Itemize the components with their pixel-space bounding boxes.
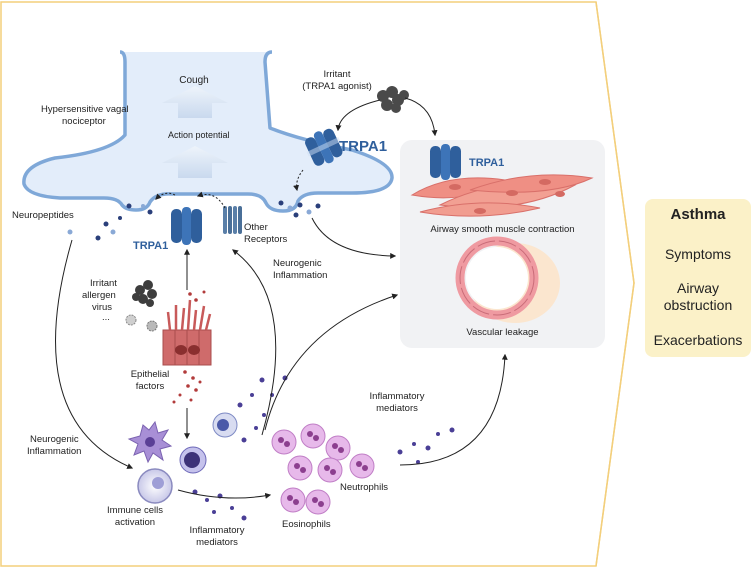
trpa1-label-synapse: TRPA1 xyxy=(133,240,169,252)
epithelial-cells-icon xyxy=(162,299,212,366)
cell-nuclei xyxy=(278,431,368,507)
allergen-particle-icon xyxy=(132,280,157,307)
other-receptor-icon xyxy=(223,206,242,234)
neurogenic-inflammation-label-2: Inflammation xyxy=(273,270,328,281)
pathway-arrows xyxy=(55,97,508,499)
airway-smooth-muscle-label: Airway smooth muscle contraction xyxy=(430,224,575,235)
vagal-nociceptor xyxy=(22,50,394,213)
irritant-list-2: allergen xyxy=(82,290,116,301)
hypersensitive-label-2: nociceptor xyxy=(62,116,106,127)
dendritic-cell-icon xyxy=(127,420,173,464)
asthma-title: Asthma xyxy=(670,206,726,223)
irritant-particle-icon xyxy=(377,86,409,113)
immune-cells-label-1: Immune cells xyxy=(107,505,163,516)
trpa1-label-muscle: TRPA1 xyxy=(469,157,505,169)
hypersensitive-label-1: Hypersensitive vagal xyxy=(41,104,129,115)
asthma-obstruction: obstruction xyxy=(663,297,733,313)
epithelial-factors-label-2: factors xyxy=(135,381,165,392)
immune-cells-label-2: activation xyxy=(114,517,156,528)
inflammatory-mediator-dots xyxy=(192,375,455,521)
asthma-symptoms: Symptoms xyxy=(664,246,732,262)
epithelial-factors-label-1: Epithelial xyxy=(130,369,170,380)
vascular-leakage-label: Vascular leakage xyxy=(466,327,539,338)
smooth-muscle-icon xyxy=(410,174,594,217)
inflammatory-mediators-bottom-2: mediators xyxy=(196,537,238,548)
cough-label: Cough xyxy=(179,75,209,86)
outcome-chevron xyxy=(595,1,635,567)
other-receptors-label-1: Other xyxy=(244,222,268,233)
trpa1-label-neuron: TRPA1 xyxy=(339,138,388,155)
action-potential-arrow-icon xyxy=(162,146,228,178)
neurogenic-inflammation-left-2: Inflammation xyxy=(27,446,82,457)
asthma-airway: Airway xyxy=(676,280,719,296)
irritant-list-1: Irritant xyxy=(90,278,117,289)
irritant-list-4: ... xyxy=(102,312,110,323)
trpa1-channel-icon xyxy=(305,128,343,166)
asthma-outcomes-box: Asthma Symptoms Airway obstruction Exace… xyxy=(645,199,751,357)
virus-icon-2 xyxy=(146,320,158,332)
blood-vessel-icon xyxy=(455,236,560,323)
irritant-list-3: virus xyxy=(92,302,113,313)
inflammatory-mediators-bottom-1: Inflammatory xyxy=(189,525,245,536)
other-receptors-label-2: Receptors xyxy=(244,234,288,245)
eosinophil-cells xyxy=(271,423,375,515)
neurogenic-inflammation-label-1: Neurogenic xyxy=(273,258,322,269)
inflammatory-mediators-right-2: mediators xyxy=(376,403,418,414)
cough-arrow-icon xyxy=(162,86,228,118)
irritant-agonist-label-1: Irritant xyxy=(323,69,351,80)
action-potential-label: Action potential xyxy=(168,130,230,140)
irritant-agonist-label-2: (TRPA1 agonist) xyxy=(302,81,372,92)
virus-icon xyxy=(125,314,137,326)
neurogenic-inflammation-left-1: Neurogenic xyxy=(30,434,79,445)
inflammatory-mediators-right-1: Inflammatory xyxy=(369,391,425,402)
trpa1-channel-synapse-icon xyxy=(171,207,202,245)
epithelial-factor-dots xyxy=(172,290,206,404)
neuropeptide-dots xyxy=(67,200,321,241)
neuropeptides-label: Neuropeptides xyxy=(12,210,74,221)
asthma-exacerbations: Exacerbations xyxy=(653,332,743,348)
trpa1-channel-muscle-icon xyxy=(430,144,461,180)
eosinophils-label: Eosinophils xyxy=(282,519,331,530)
neutrophils-label: Neutrophils xyxy=(340,482,389,493)
